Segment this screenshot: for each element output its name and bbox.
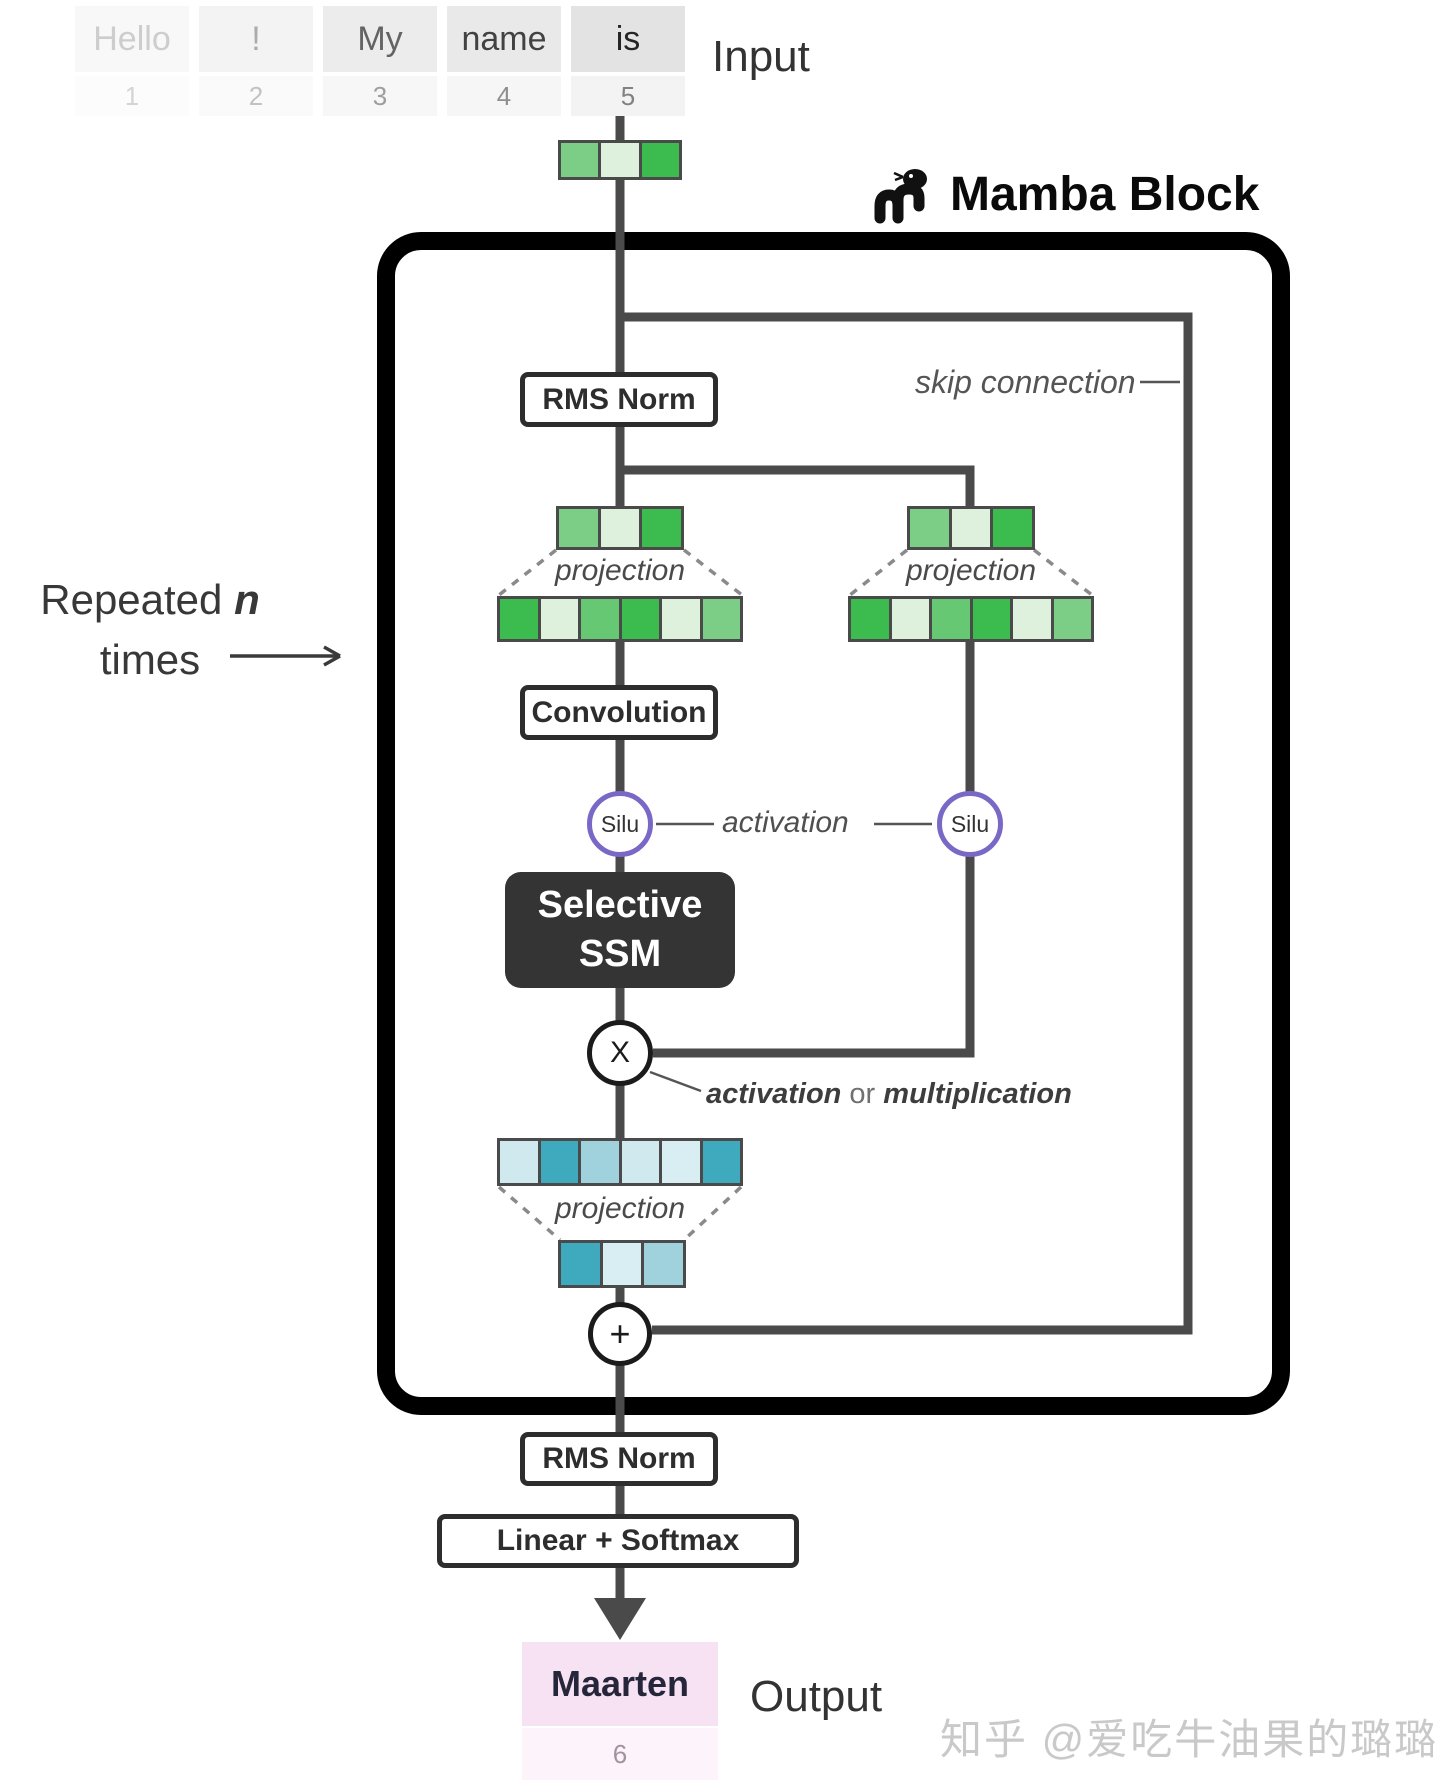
vector-cell [621, 1141, 659, 1183]
output-arrowhead [594, 1598, 646, 1640]
left-projection-input-vector [556, 506, 684, 550]
input-token: is [571, 6, 685, 72]
linear-softmax-box: Linear + Softmax [437, 1514, 799, 1568]
projection-label-output: projection [554, 1192, 686, 1225]
repeat-n-variable: n [234, 576, 260, 623]
mamba-block-title: Mamba Block [950, 167, 1260, 221]
rms-norm-output-box: RMS Norm [520, 1432, 718, 1486]
input-token: Hello [75, 6, 189, 72]
vector-cell [702, 1141, 740, 1183]
vector-cell [702, 599, 740, 639]
output-label: Output [750, 1672, 883, 1721]
ssm-line1: Selective [537, 884, 703, 927]
vector-cell [662, 1141, 700, 1183]
input-token: name [447, 6, 561, 72]
vector-cell [932, 599, 970, 639]
rms-norm-box: RMS Norm [520, 372, 718, 427]
vector-cell [1013, 599, 1051, 639]
input-label: Input [712, 32, 810, 81]
vector-cell [561, 143, 599, 177]
vector-cell [662, 599, 700, 639]
vector-cell [500, 1141, 538, 1183]
vector-cell [972, 599, 1010, 639]
mult-note-activation: activation [706, 1078, 842, 1110]
mamba-block-outline [377, 232, 1290, 1415]
token-number: 3 [323, 76, 437, 116]
vector-cell [621, 599, 659, 639]
silu-right-circle: Silu [937, 791, 1003, 857]
vector-cell [559, 509, 598, 547]
repeat-note-line1: Repeated n [40, 576, 260, 623]
input-token: ! [199, 6, 313, 72]
vector-cell [602, 1243, 642, 1285]
projection-label-left: projection [554, 554, 686, 587]
token-number: 5 [571, 76, 685, 116]
vector-cell [642, 509, 682, 547]
vector-cell [581, 599, 619, 639]
mamba-snake-icon [874, 169, 927, 224]
vector-cell [951, 509, 991, 547]
multiplication-note: activation or multiplication [706, 1078, 1072, 1111]
ssm-line2: SSM [578, 933, 662, 975]
left-projected-vector [497, 596, 743, 642]
input-token-number-row: 1 2 3 4 5 [75, 76, 685, 116]
activation-label: activation [722, 806, 849, 839]
mult-note-multiplication: multiplication [883, 1078, 1072, 1110]
vector-cell [540, 599, 578, 639]
mult-note-or: or [841, 1078, 884, 1110]
mamba-block-header: Mamba Block [870, 164, 1259, 224]
vector-cell [1053, 599, 1091, 639]
vector-cell [641, 143, 679, 177]
vector-cell [601, 143, 639, 177]
vector-cell [891, 599, 929, 639]
add-circle: + [588, 1302, 652, 1366]
output-token: Maarten [522, 1642, 718, 1726]
right-projection-input-vector [907, 506, 1035, 550]
multiply-circle: X [587, 1020, 653, 1086]
selective-ssm-box: Selective SSM [505, 872, 735, 988]
projection-label-right: projection [905, 554, 1037, 587]
snake-tongue [893, 171, 904, 182]
snake-eye [909, 174, 913, 178]
snake-head [903, 169, 927, 189]
skip-connection-label: skip connection [915, 364, 1136, 400]
silu-left-circle: Silu [587, 791, 653, 857]
input-embedding-vector [558, 140, 682, 180]
token-number: 4 [447, 76, 561, 116]
right-projected-vector [848, 596, 1094, 642]
repeat-note: Repeated n times [10, 570, 290, 689]
vector-cell [600, 509, 640, 547]
input-token: My [323, 6, 437, 72]
vector-cell [581, 1141, 619, 1183]
output-small-vector [558, 1240, 686, 1288]
output-token-number: 6 [522, 1728, 718, 1780]
vector-cell [993, 509, 1033, 547]
token-number: 1 [75, 76, 189, 116]
vector-cell [910, 509, 949, 547]
convolution-box: Convolution [520, 685, 718, 740]
input-token-row: Hello ! My name is [75, 6, 685, 72]
token-number: 2 [199, 76, 313, 116]
vector-cell [500, 599, 538, 639]
vector-cell [561, 1243, 600, 1285]
vector-cell [540, 1141, 578, 1183]
vector-cell [851, 599, 889, 639]
repeat-arrow [230, 645, 341, 667]
vector-cell [644, 1243, 684, 1285]
watermark: 知乎 @爱吃牛油果的璐璐 [940, 1716, 1439, 1763]
repeat-note-line2: times [99, 635, 201, 683]
output-wide-vector [497, 1138, 743, 1186]
